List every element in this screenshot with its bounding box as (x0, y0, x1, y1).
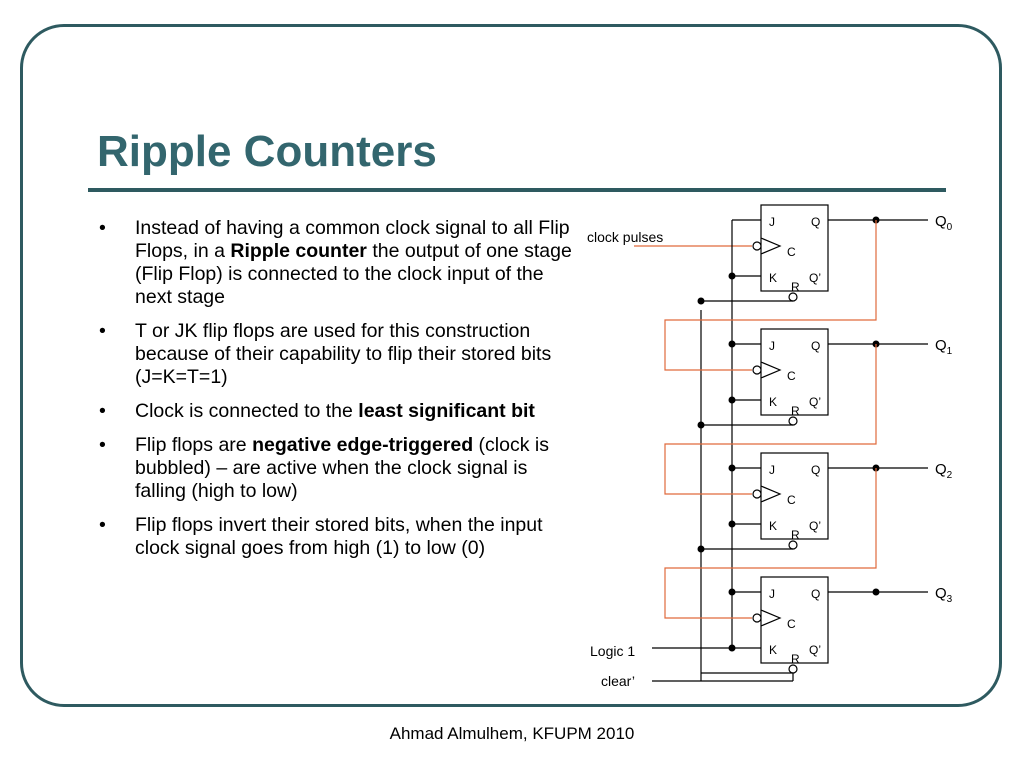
slide-footer: Ahmad Almulhem, KFUPM 2010 (389, 724, 635, 743)
bullet-text: T or JK flip flops are used for this con… (135, 320, 552, 388)
junction-dot (728, 340, 736, 348)
pin-j-label: J (769, 587, 775, 601)
bullet-item: T or JK flip flops are used for this con… (97, 320, 577, 389)
pin-qbar-label: Q’ (809, 643, 821, 657)
bullet-emphasis: least significant bit (358, 400, 535, 422)
junction-dot (728, 644, 736, 652)
pin-j-label: J (769, 339, 775, 353)
pin-r-label: R (791, 528, 800, 542)
ripple-feedback-wire (664, 468, 877, 619)
junction-dot (697, 545, 705, 553)
bullet-text: the output of one stage (Flip Flop) is c… (135, 240, 572, 308)
ripple-feedback-wire (664, 344, 877, 495)
pin-q-label: Q (811, 339, 820, 353)
clock-triangle (760, 609, 782, 627)
flip-flop-box (760, 328, 829, 416)
q-output-label: Q1 (935, 337, 953, 357)
junction-dot (728, 272, 736, 280)
junction-dot (728, 464, 736, 472)
junction-dot (728, 396, 736, 404)
pin-c-label: C (787, 369, 796, 383)
logic-1-label: Logic 1 (590, 643, 635, 659)
q-output-subscript: 0 (947, 222, 953, 233)
pin-r-label: R (791, 652, 800, 666)
clock-bubble (752, 365, 762, 375)
clock-triangle (760, 361, 782, 379)
bullet-text: Flip flops invert their stored bits, whe… (135, 514, 543, 559)
pin-c-label: C (787, 245, 796, 259)
bullet-text: Instead of having a common clock signal … (135, 217, 570, 262)
junction-dot (728, 520, 736, 528)
bullet-emphasis: negative edge-triggered (252, 434, 474, 456)
pin-q-label: Q (811, 587, 820, 601)
reset-bubble (788, 664, 798, 674)
bullet-emphasis: Ripple counter (230, 240, 367, 262)
q-output-subscript: 1 (947, 346, 953, 357)
pin-q-label: Q (811, 215, 820, 229)
reset-bubble (788, 416, 798, 426)
q-output-subscript: 3 (947, 594, 953, 605)
reset-bubble (788, 540, 798, 550)
ripple-feedback-wire (664, 220, 877, 371)
pin-k-label: K (769, 271, 777, 285)
q-output-letter: Q (935, 461, 947, 478)
bullet-item: Flip flops invert their stored bits, whe… (97, 514, 577, 560)
slide-title: Ripple Counters (97, 127, 437, 176)
pin-r-label: R (791, 280, 800, 294)
pin-qbar-label: Q’ (809, 271, 821, 285)
reset-bubble (788, 292, 798, 302)
flip-flop-box (760, 576, 829, 664)
clear-label: clear’ (601, 673, 635, 689)
bullet-list: Instead of having a common clock signal … (97, 217, 577, 571)
q-output-label: Q0 (935, 213, 953, 233)
pin-r-label: R (791, 404, 800, 418)
pin-k-label: K (769, 395, 777, 409)
pin-k-label: K (769, 519, 777, 533)
pin-c-label: C (787, 617, 796, 631)
pin-q-label: Q (811, 463, 820, 477)
pin-j-label: J (769, 215, 775, 229)
q-output-label: Q3 (935, 585, 953, 605)
bullet-item: Instead of having a common clock signal … (97, 217, 577, 309)
pin-qbar-label: Q’ (809, 519, 821, 533)
junction-dot (872, 588, 880, 596)
q-output-letter: Q (935, 213, 947, 230)
clock-triangle (760, 237, 782, 255)
title-underline (88, 188, 946, 192)
pin-qbar-label: Q’ (809, 395, 821, 409)
bullet-text: Clock is connected to the (135, 400, 359, 422)
bullet-text: (clock is bubbled) – are active when the… (135, 434, 549, 502)
q-output-label: Q2 (935, 461, 953, 481)
clock-bubble (752, 613, 762, 623)
flip-flop-box (760, 452, 829, 540)
clock-bubble (752, 241, 762, 251)
clock-pulses-label: clock pulses (587, 229, 663, 245)
pin-k-label: K (769, 643, 777, 657)
bullet-text: Flip flops are (135, 434, 253, 456)
junction-dot (697, 421, 705, 429)
q-output-subscript: 2 (947, 470, 953, 481)
clock-bubble (752, 489, 762, 499)
bullet-item: Flip flops are negative edge-triggered (… (97, 434, 577, 503)
flip-flop-box (760, 204, 829, 292)
pin-c-label: C (787, 493, 796, 507)
q-output-letter: Q (935, 585, 947, 602)
junction-dot (697, 297, 705, 305)
q-output-letter: Q (935, 337, 947, 354)
bullet-item: Clock is connected to the least signific… (97, 400, 577, 423)
pin-j-label: J (769, 463, 775, 477)
junction-dot (728, 588, 736, 596)
clock-triangle (760, 485, 782, 503)
slide-frame (20, 24, 1002, 707)
